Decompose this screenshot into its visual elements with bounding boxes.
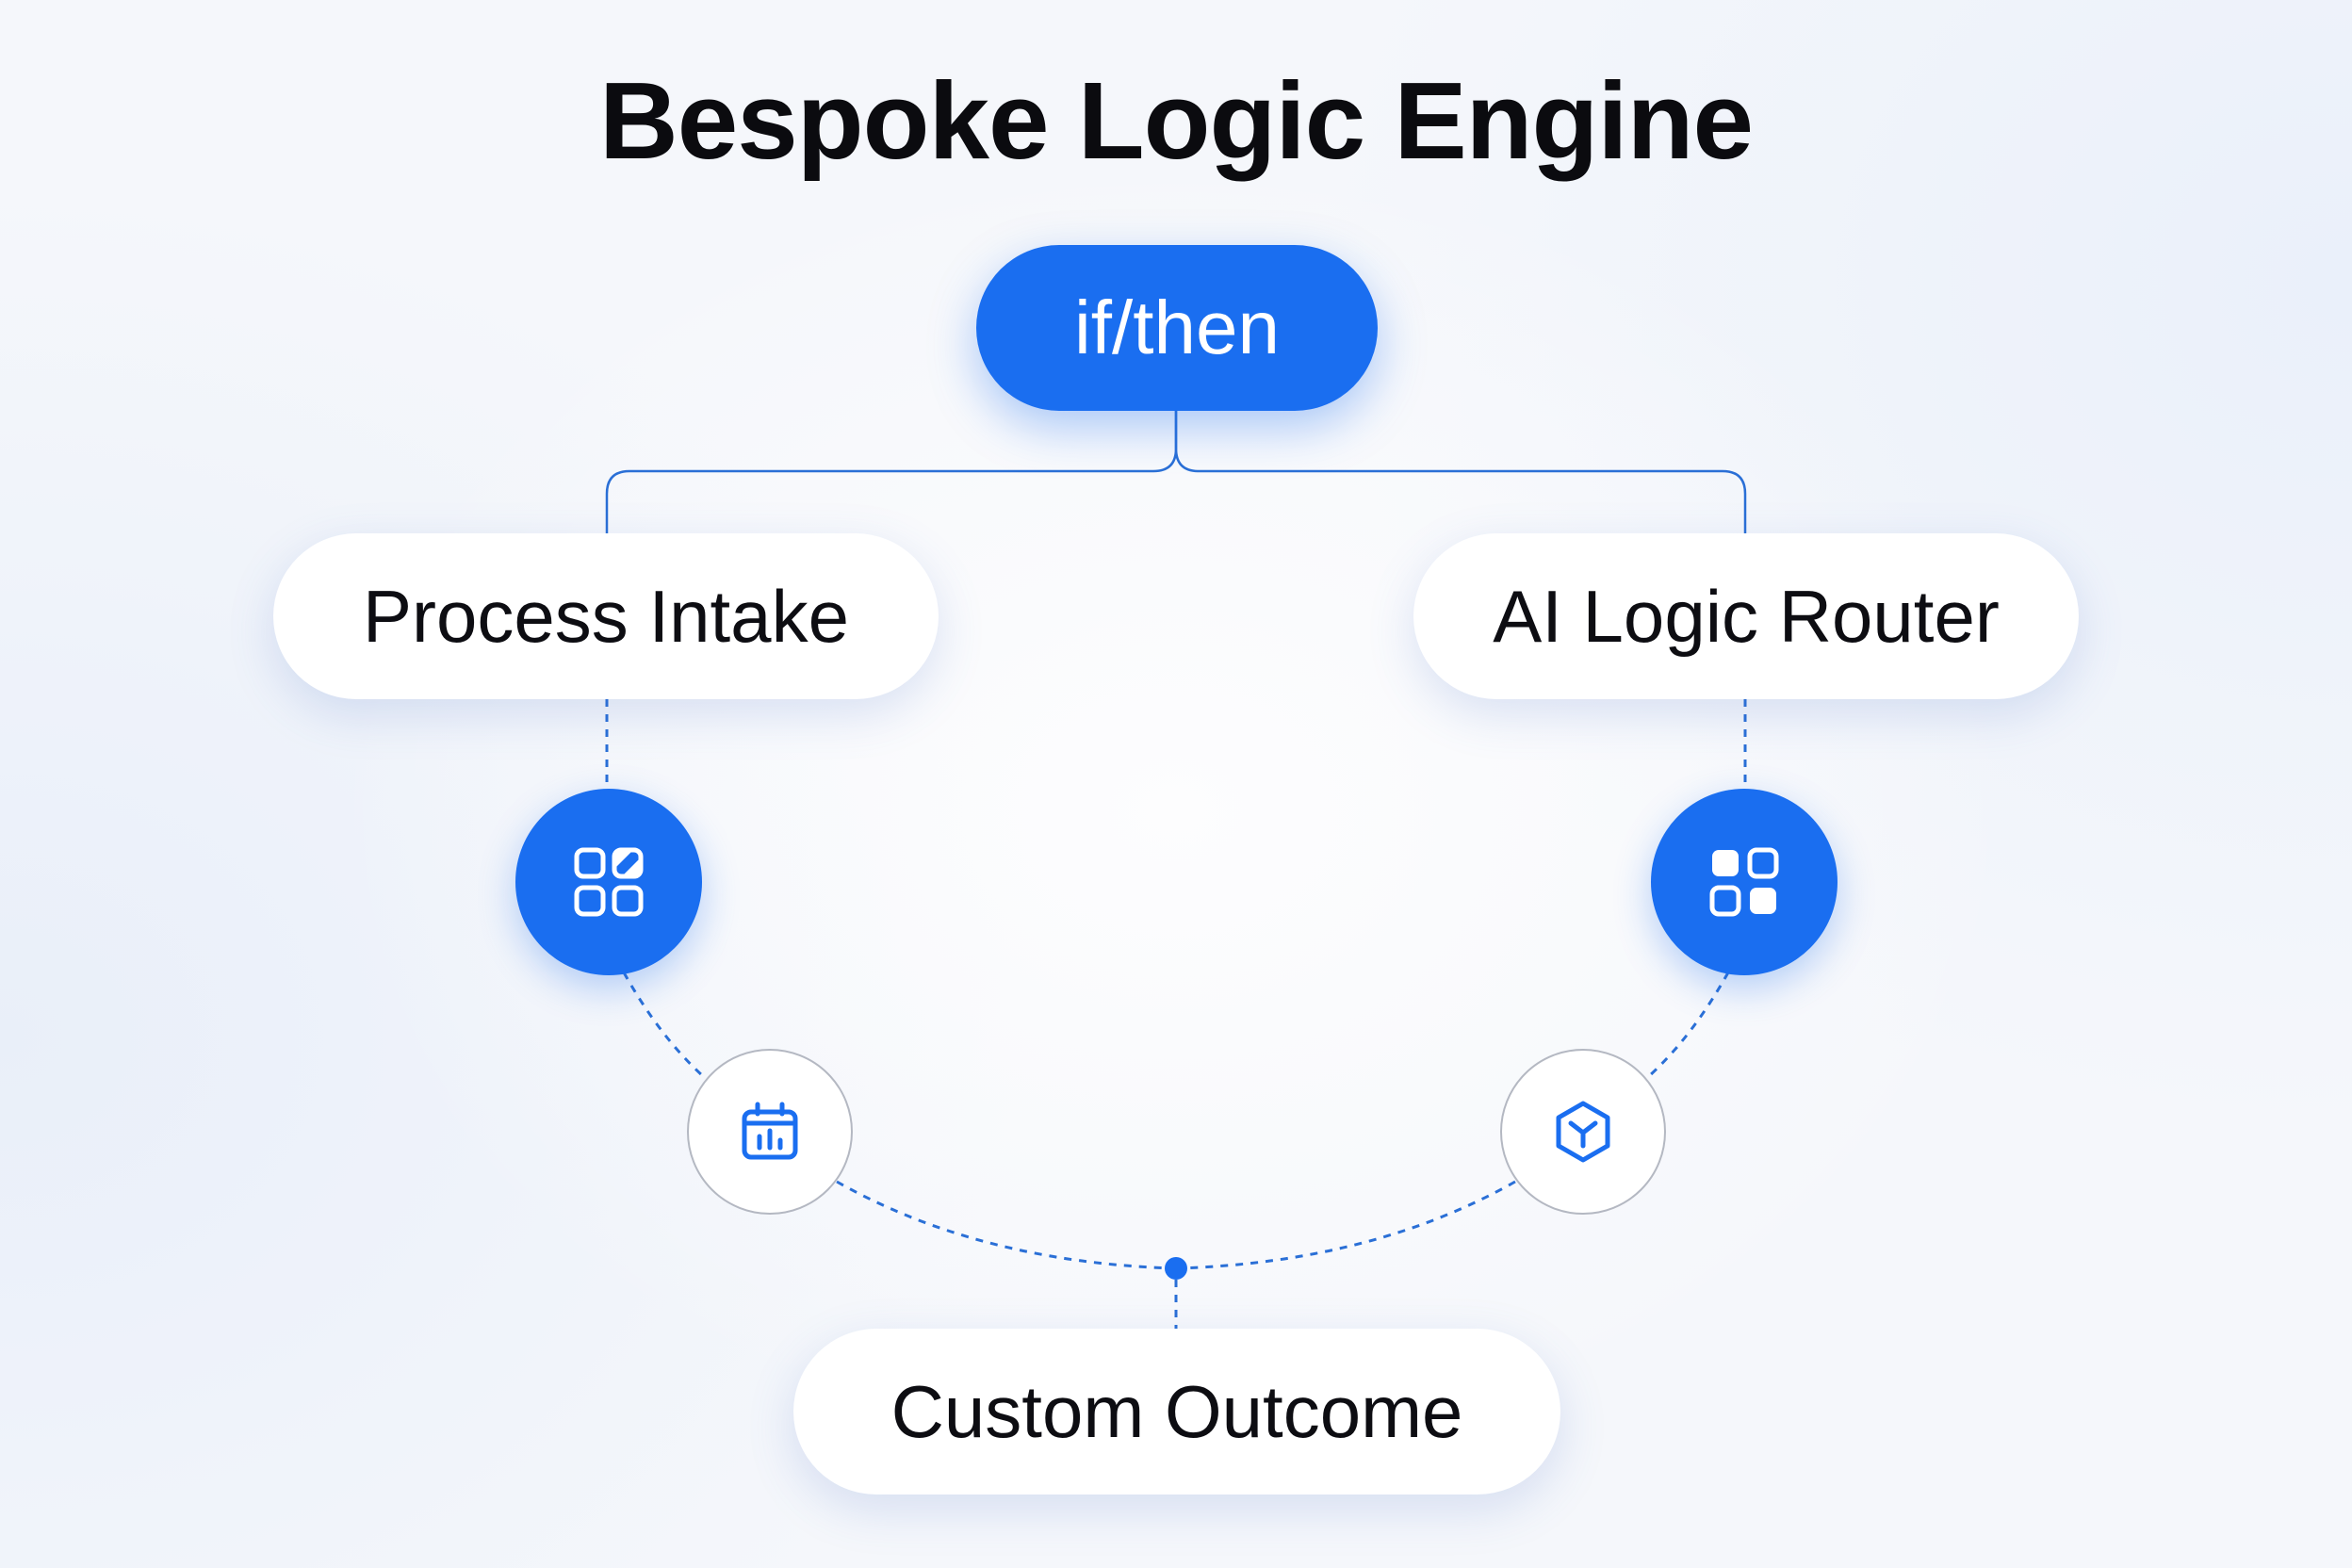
left-arc-upper	[622, 972, 705, 1078]
left-arc-lower	[836, 1180, 1177, 1270]
left-analytics-node[interactable]	[687, 1049, 853, 1215]
junction-dot	[1165, 1257, 1187, 1280]
grid-apps-icon	[1709, 847, 1779, 917]
right-merge-node[interactable]	[1500, 1049, 1666, 1215]
custom-outcome-node[interactable]: Custom Outcome	[793, 1329, 1560, 1494]
analytics-calendar-icon	[742, 1102, 798, 1160]
hexagon-merge-icon	[1556, 1101, 1610, 1163]
if-then-node[interactable]: if/then	[976, 245, 1378, 411]
process-intake-node[interactable]: Process Intake	[273, 533, 939, 699]
right-arc-upper	[1647, 972, 1730, 1078]
right-arc-lower	[1175, 1180, 1516, 1270]
left-module-node[interactable]	[515, 789, 702, 975]
ai-logic-router-node[interactable]: AI Logic Router	[1413, 533, 2079, 699]
root-split-connector	[605, 411, 1178, 533]
right-module-node[interactable]	[1651, 789, 1838, 975]
root-split-connector-right	[1174, 411, 1747, 533]
diagram-title: Bespoke Logic Engine	[599, 59, 1754, 182]
grid-modules-icon	[574, 847, 644, 917]
